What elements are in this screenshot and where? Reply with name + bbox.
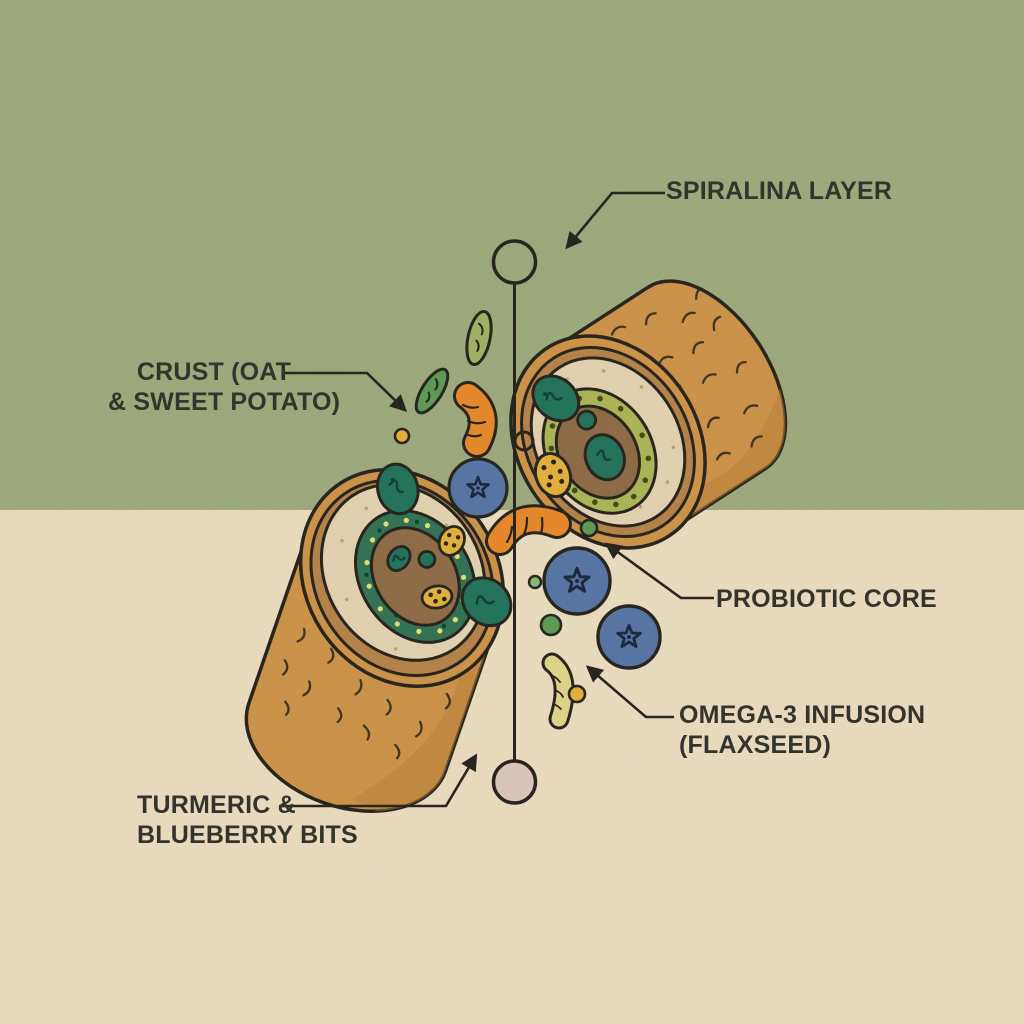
label-omega3-line1: OMEGA-3 INFUSION — [679, 701, 926, 729]
label-spirulina-text: SPIRALINA LAYER — [666, 177, 893, 205]
label-probiotic-core: PROBIOTIC CORE — [716, 585, 937, 615]
label-spirulina-layer: SPIRALINA LAYER — [666, 177, 892, 207]
label-omega3-infusion: OMEGA-3 INFUSION (FLAXSEED) — [679, 701, 925, 760]
label-turmeric-line1: TURMERIC & — [137, 791, 296, 819]
label-crust-line1: CRUST (OAT — [136, 358, 292, 386]
label-turmeric-blueberry: TURMERIC & BLUEBERRY BITS — [137, 791, 358, 850]
label-turmeric-line2: BLUEBERRY BITS — [137, 820, 358, 849]
label-crust: CRUST (OAT & SWEET POTATO) — [108, 358, 341, 417]
label-omega3-line2: (FLAXSEED) — [679, 730, 831, 759]
label-crust-line2: & SWEET POTATO) — [108, 387, 341, 416]
label-probiotic-text: PROBIOTIC CORE — [716, 585, 937, 613]
